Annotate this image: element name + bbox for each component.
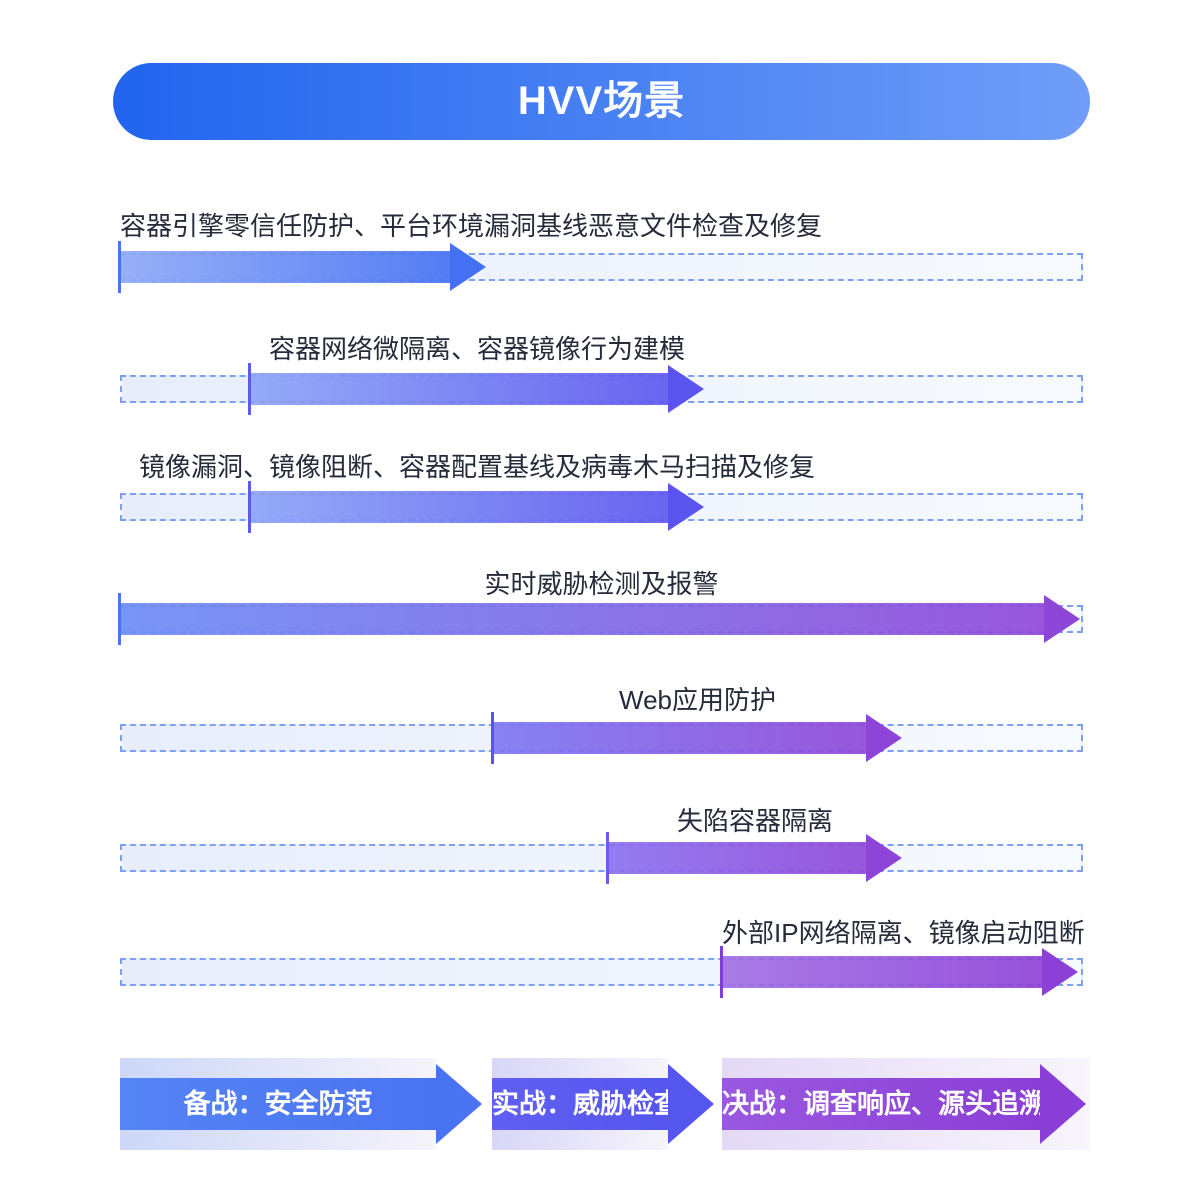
arrow-head-icon-4 [1044,595,1080,643]
arrow-body-5 [493,722,866,754]
arrow-start-tick-6 [606,832,609,884]
arrow-body-6 [608,842,866,874]
arrow-body-4 [120,603,1044,635]
phase-arrow-head-icon-1 [436,1064,482,1144]
arrow-head-icon-2 [668,365,704,413]
arrow-start-tick-4 [118,593,121,645]
row-label-7: 外部IP网络隔离、镜像启动阻断 [722,918,1085,948]
row-label-6: 失陷容器隔离 [676,806,833,836]
arrow-body-2 [250,373,668,405]
phase-arrow-combat: 实战：威胁检查 [492,1078,681,1130]
arrow-head-icon-5 [866,714,902,762]
arrow-body-1 [120,251,450,283]
arrow-body-3 [250,491,668,523]
arrow-start-tick-3 [248,481,251,533]
phase-arrow-decisive: 决战：调查响应、源头追溯 [722,1078,1046,1130]
row-label-1: 容器引擎零信任防护、平台环境漏洞基线恶意文件检查及修复 [120,211,823,241]
phase-arrow-head-icon-2 [668,1064,714,1144]
arrow-body-7 [722,956,1042,988]
row-label-5: Web应用防护 [619,685,776,715]
phase-arrow-head-icon-3 [1040,1064,1086,1144]
timeline-track-6 [120,844,1083,872]
row-label-3: 镜像漏洞、镜像阻断、容器配置基线及病毒木马扫描及修复 [138,452,815,482]
arrow-head-icon-6 [866,834,902,882]
arrow-start-tick-2 [248,363,251,415]
arrow-start-tick-7 [720,946,723,998]
row-label-4: 实时威胁检测及报警 [484,569,719,599]
phase-arrow-preparation: 备战：安全防范 [120,1078,436,1130]
arrow-head-icon-7 [1042,948,1078,996]
arrow-start-tick-5 [491,712,494,764]
row-label-2: 容器网络微隔离、容器镜像行为建模 [268,334,685,364]
page-title: HVV场景 [113,63,1090,140]
arrow-head-icon-1 [450,243,486,291]
arrow-start-tick-1 [118,241,121,293]
arrow-head-icon-3 [668,483,704,531]
